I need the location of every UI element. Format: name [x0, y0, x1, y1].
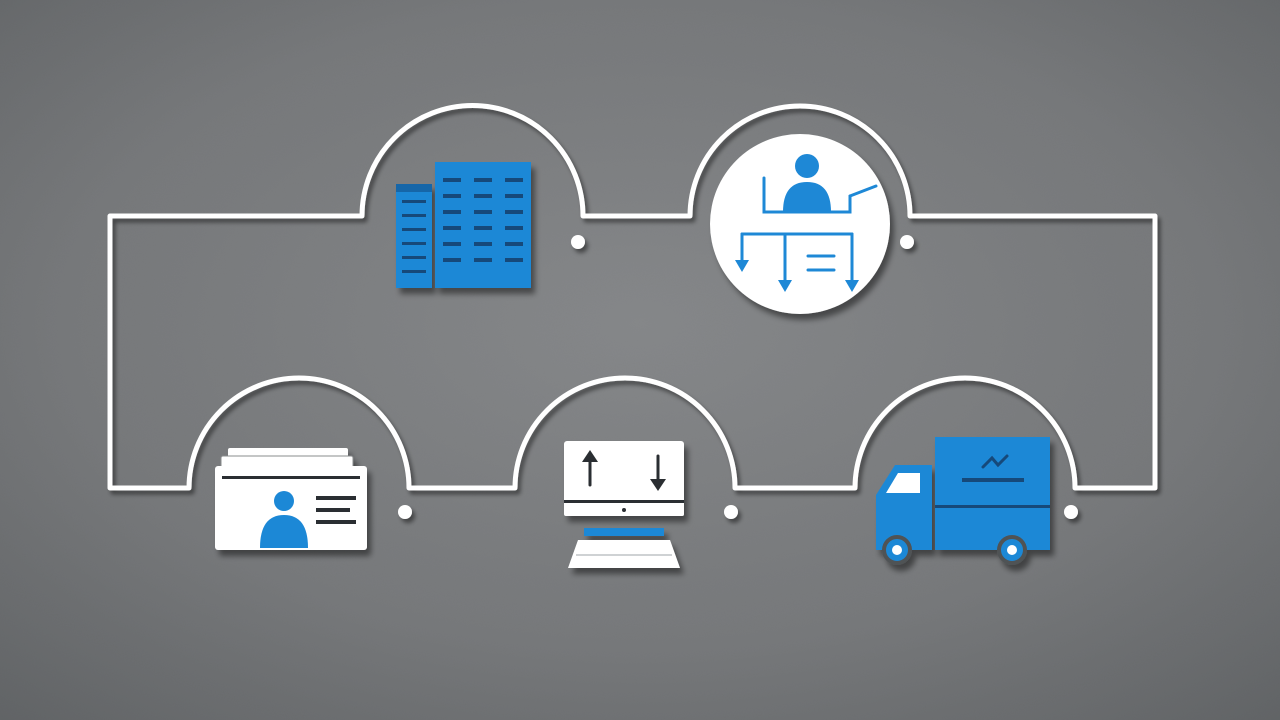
connector-node [1064, 505, 1078, 519]
office-building-icon [396, 162, 531, 288]
delivery-truck-icon [876, 437, 1050, 565]
connector-node [900, 235, 914, 249]
computer-upload-download-icon [564, 441, 684, 568]
connector-node [398, 505, 412, 519]
cycle-connector-line [107, 103, 1158, 491]
connector-node [571, 235, 585, 249]
connector-nodes [398, 235, 1078, 519]
connector-node [724, 505, 738, 519]
customer-id-card-icon [215, 448, 367, 550]
manager-distribution-icon [710, 134, 890, 314]
